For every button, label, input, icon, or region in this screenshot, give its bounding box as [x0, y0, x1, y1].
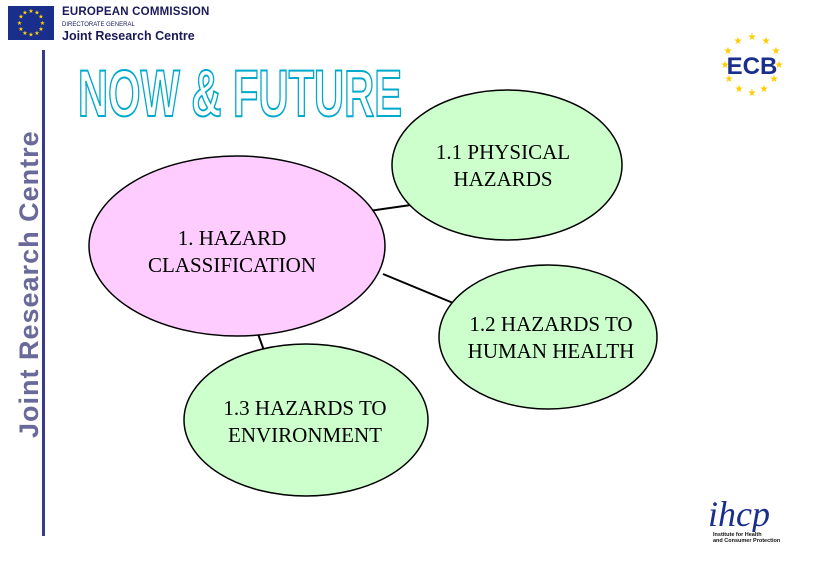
svg-text:★: ★	[775, 60, 784, 71]
svg-text:★: ★	[18, 14, 23, 21]
svg-text:★: ★	[22, 10, 27, 17]
ihcp-logo: ihcp	[708, 494, 770, 532]
org-centre: Joint Research Centre	[62, 29, 195, 43]
org-subtitle: DIRECTORATE GENERAL	[62, 22, 135, 28]
connector-health	[382, 273, 459, 306]
svg-text:★: ★	[748, 32, 757, 43]
svg-text:★: ★	[748, 88, 757, 99]
svg-text:★: ★	[721, 60, 730, 71]
node-classification-label: 1. HAZARD CLASSIFICATION	[97, 225, 367, 279]
svg-text:★: ★	[28, 8, 33, 15]
node-physical-line2: HAZARDS	[453, 167, 553, 191]
svg-text:★: ★	[38, 26, 43, 33]
svg-text:★: ★	[734, 36, 743, 47]
node-health	[438, 264, 658, 410]
svg-text:★: ★	[772, 46, 781, 57]
node-classification-line1: 1. HAZARD	[177, 226, 287, 250]
node-environment-line1: 1.3 HAZARDS TO	[223, 396, 387, 420]
svg-text:★: ★	[34, 30, 39, 37]
svg-text:★: ★	[18, 26, 23, 33]
ihcp-caption: Institute for Health and Consumer Protec…	[713, 532, 781, 544]
svg-text:★: ★	[762, 36, 771, 47]
svg-text:★: ★	[22, 30, 27, 37]
side-divider	[42, 50, 45, 536]
eu-flag-logo: ★★★ ★★★ ★★★ ★★★	[8, 6, 54, 40]
node-physical-line1: 1.1 PHYSICAL	[435, 140, 571, 164]
node-classification-line2: CLASSIFICATION	[147, 253, 317, 277]
node-health-label: 1.2 HAZARDS TO HUMAN HEALTH	[441, 311, 661, 365]
title-heading: NOW & FUTURE	[78, 60, 403, 122]
ecb-logo: ★★★ ★★★ ★★★ ★★★ ECB	[721, 32, 784, 99]
ihcp-logo-letters: ihcp	[708, 494, 770, 532]
svg-text:★: ★	[735, 84, 744, 95]
svg-text:★: ★	[40, 20, 45, 27]
node-physical	[391, 89, 623, 241]
svg-text:★: ★	[770, 74, 779, 85]
svg-text:★: ★	[34, 10, 39, 17]
org-name: EUROPEAN COMMISSION	[62, 6, 210, 18]
svg-text:★: ★	[760, 84, 769, 95]
svg-text:★: ★	[17, 20, 22, 27]
node-physical-label: 1.1 PHYSICAL HAZARDS	[398, 139, 608, 193]
title-text: NOW & FUTURE	[78, 60, 402, 122]
node-environment	[183, 343, 429, 497]
node-classification	[88, 155, 386, 337]
svg-text:★: ★	[725, 74, 734, 85]
svg-text:★: ★	[38, 14, 43, 21]
node-health-line1: 1.2 HAZARDS TO	[469, 312, 633, 336]
ecb-logo-text: ECB	[727, 53, 778, 80]
svg-text:★: ★	[28, 32, 33, 39]
node-environment-line2: ENVIRONMENT	[228, 423, 382, 447]
node-health-line2: HUMAN HEALTH	[467, 339, 635, 363]
node-environment-label: 1.3 HAZARDS TO ENVIRONMENT	[195, 395, 415, 449]
svg-text:★: ★	[724, 46, 733, 57]
